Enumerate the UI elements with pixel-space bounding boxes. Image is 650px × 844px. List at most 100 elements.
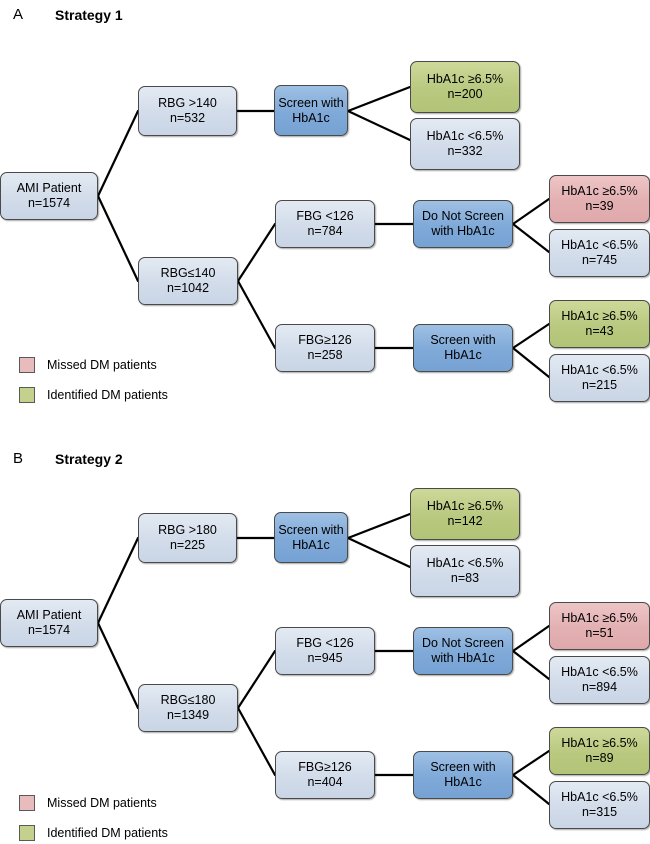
node-fbg-high[interactable]: FBG≥126 n=258 bbox=[275, 324, 375, 372]
node-rbg-high[interactable]: RBG >180 n=225 bbox=[138, 513, 237, 563]
node-ami-patient[interactable]: AMI Patient n=1574 bbox=[0, 599, 98, 647]
node-line-1: RBG≤140 bbox=[160, 266, 216, 280]
node-line-1: Screen with bbox=[430, 760, 496, 774]
node-line-1: Screen with bbox=[278, 522, 344, 537]
legend-item-identified: Identified DM patients bbox=[19, 387, 168, 403]
node-line-2: with HbA1c bbox=[431, 224, 495, 238]
node-outcome-hba1c-low-3[interactable]: HbA1c <6.5% n=315 bbox=[549, 781, 650, 829]
node-line-2: n=142 bbox=[447, 514, 483, 528]
edge-screen-to-hba1c-low-2 bbox=[511, 346, 551, 379]
node-line-1: FBG <126 bbox=[296, 209, 354, 223]
node-line-1: Screen with bbox=[278, 95, 344, 110]
node-line-1: HbA1c ≥6.5% bbox=[561, 309, 638, 323]
node-line-1: AMI Patient bbox=[16, 608, 82, 622]
edge-donotscreen-to-hba1c-high bbox=[511, 197, 551, 226]
legend-label-missed: Missed DM patients bbox=[47, 796, 157, 810]
legend-label-identified: Identified DM patients bbox=[47, 388, 168, 402]
node-outcome-identified-dm[interactable]: HbA1c ≥6.5% n=43 bbox=[549, 300, 650, 348]
node-line-2: n=332 bbox=[447, 144, 483, 158]
node-rbg-low[interactable]: RBG≤180 n=1349 bbox=[138, 684, 238, 732]
node-line-1: RBG >180 bbox=[158, 523, 217, 537]
node-action-screen-1[interactable]: Screen with HbA1c bbox=[274, 512, 348, 563]
legend-item-missed: Missed DM patients bbox=[19, 795, 157, 811]
node-outcome-hba1c-low-1[interactable]: HbA1c <6.5% n=332 bbox=[410, 118, 520, 170]
node-action-do-not-screen[interactable]: Do Not Screen with HbA1c bbox=[413, 627, 513, 675]
panel-strategy-1: A Strategy 1 bbox=[0, 6, 650, 403]
connector-edges-b bbox=[96, 512, 551, 806]
node-fbg-low[interactable]: FBG <126 n=784 bbox=[275, 200, 375, 248]
node-outcome-hba1c-low-3[interactable]: HbA1c <6.5% n=215 bbox=[549, 354, 650, 402]
node-line-2: with HbA1c bbox=[431, 651, 495, 665]
node-line-1: FBG≥126 bbox=[298, 333, 352, 347]
node-line-2: n=39 bbox=[585, 199, 614, 213]
node-line-1: HbA1c ≥6.5% bbox=[561, 736, 638, 750]
node-fbg-low[interactable]: FBG <126 n=945 bbox=[275, 627, 375, 675]
node-outcome-missed-dm[interactable]: HbA1c ≥6.5% n=39 bbox=[549, 175, 650, 223]
node-rbg-high[interactable]: RBG >140 n=532 bbox=[138, 86, 237, 136]
node-action-screen-2[interactable]: Screen with HbA1c bbox=[413, 751, 513, 799]
panel-letter-b: B bbox=[13, 450, 24, 467]
node-line-2: n=1574 bbox=[27, 623, 71, 637]
node-outcome-hba1c-low-2[interactable]: HbA1c <6.5% n=894 bbox=[549, 656, 650, 704]
node-line-2: n=532 bbox=[169, 111, 206, 125]
panel-letter-a: A bbox=[13, 6, 24, 23]
edge-screen-to-hba1c-low-2 bbox=[511, 773, 551, 806]
node-line-1: AMI Patient bbox=[16, 181, 82, 195]
node-line-2: n=89 bbox=[585, 751, 614, 765]
node-line-2: n=43 bbox=[585, 324, 614, 338]
node-ami-patient[interactable]: AMI Patient n=1574 bbox=[0, 172, 98, 220]
edge-donotscreen-to-hba1c-high bbox=[511, 624, 551, 653]
panel-title-a: Strategy 1 bbox=[55, 7, 123, 23]
edge-screen-to-hba1c-high-2 bbox=[511, 322, 551, 350]
node-action-do-not-screen[interactable]: Do Not Screen with HbA1c bbox=[413, 200, 513, 248]
edge-donotscreen-to-hba1c-low bbox=[511, 222, 551, 254]
node-line-2: n=215 bbox=[581, 378, 618, 392]
node-line-1: FBG≥126 bbox=[298, 760, 352, 774]
panel-strategy-2: B Strategy 2 AMI Patient n=1574 RBG >180… bbox=[0, 437, 650, 844]
edge-root-to-rbg-low bbox=[96, 621, 140, 710]
edge-screen-to-hba1c-high-1 bbox=[346, 512, 412, 540]
node-line-1: HbA1c ≥6.5% bbox=[426, 499, 504, 513]
connector-edges-a bbox=[96, 85, 551, 379]
node-line-2: HbA1c bbox=[292, 537, 330, 552]
node-outcome-hba1c-low-2[interactable]: HbA1c <6.5% n=745 bbox=[549, 229, 650, 277]
node-line-2: HbA1c bbox=[292, 110, 330, 125]
node-line-1: HbA1c ≥6.5% bbox=[561, 184, 638, 198]
node-line-1: HbA1c <6.5% bbox=[426, 556, 504, 570]
node-line-2: n=745 bbox=[581, 253, 618, 267]
edge-root-to-rbg-high bbox=[96, 109, 140, 198]
node-line-2: n=404 bbox=[307, 775, 343, 789]
node-line-1: HbA1c ≥6.5% bbox=[561, 611, 638, 625]
node-outcome-missed-dm[interactable]: HbA1c ≥6.5% n=51 bbox=[549, 602, 650, 650]
node-line-2: n=894 bbox=[581, 680, 618, 694]
node-line-2: HbA1c bbox=[444, 775, 482, 789]
node-outcome-hba1c-high-1[interactable]: HbA1c ≥6.5% n=142 bbox=[410, 488, 520, 540]
node-line-2: n=258 bbox=[307, 348, 343, 362]
node-line-1: RBG >140 bbox=[158, 96, 217, 110]
node-outcome-hba1c-high-1[interactable]: HbA1c ≥6.5% n=200 bbox=[410, 61, 520, 113]
node-line-2: n=1349 bbox=[166, 708, 210, 722]
node-line-2: n=784 bbox=[307, 224, 343, 238]
edge-root-to-rbg-low bbox=[96, 194, 140, 283]
legend-item-identified: Identified DM patients bbox=[19, 825, 168, 841]
edge-rbglow-to-fbg-low bbox=[236, 649, 277, 710]
legend-swatch-pink-icon bbox=[19, 357, 35, 373]
legend-swatch-pink-icon bbox=[19, 795, 35, 811]
node-line-2: n=225 bbox=[169, 538, 206, 552]
node-outcome-identified-dm[interactable]: HbA1c ≥6.5% n=89 bbox=[549, 727, 650, 775]
panel-title-b: Strategy 2 bbox=[55, 451, 123, 467]
node-action-screen-1[interactable]: Screen with HbA1c bbox=[274, 85, 348, 136]
node-line-1: Do Not Screen bbox=[422, 209, 504, 223]
node-line-1: FBG <126 bbox=[296, 636, 354, 650]
node-rbg-low[interactable]: RBG≤140 n=1042 bbox=[138, 257, 238, 305]
edge-screen-to-hba1c-low-1 bbox=[346, 536, 412, 569]
node-outcome-hba1c-low-1[interactable]: HbA1c <6.5% n=83 bbox=[410, 545, 520, 597]
edge-screen-to-hba1c-high-1 bbox=[346, 85, 412, 113]
node-action-screen-2[interactable]: Screen with HbA1c bbox=[413, 324, 513, 372]
node-line-2: n=51 bbox=[585, 626, 614, 640]
legend-item-missed: Missed DM patients bbox=[19, 357, 157, 373]
node-line-2: HbA1c bbox=[444, 348, 482, 362]
node-fbg-high[interactable]: FBG≥126 n=404 bbox=[275, 751, 375, 799]
node-line-1: HbA1c <6.5% bbox=[561, 238, 638, 252]
edge-rbglow-to-fbg-high bbox=[236, 279, 277, 350]
